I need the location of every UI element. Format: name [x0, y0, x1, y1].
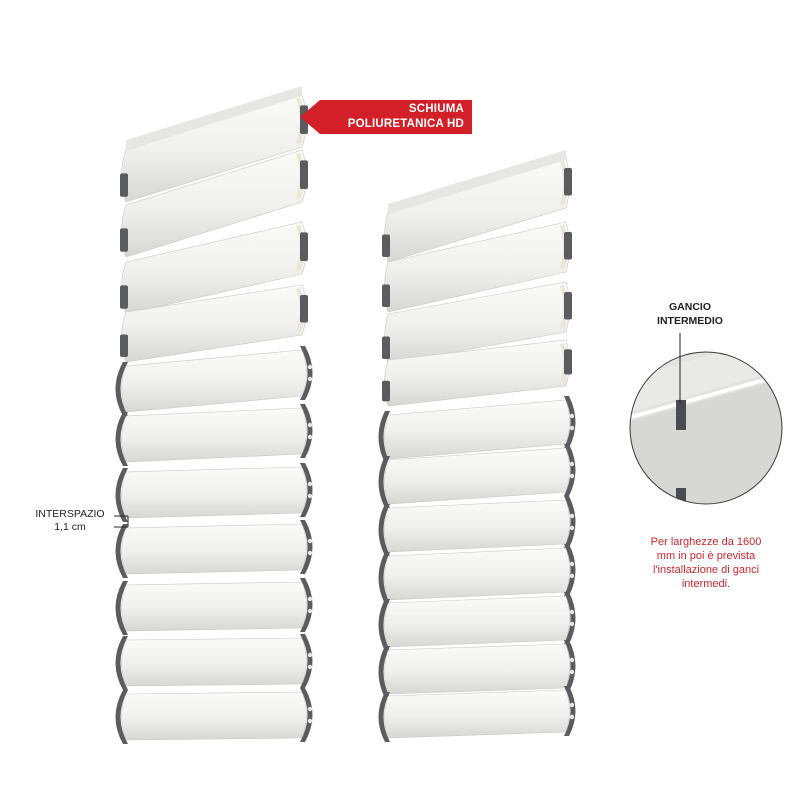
shutter-slat: [120, 284, 308, 363]
slat-hook: [115, 346, 313, 416]
shutter-slat: [382, 157, 572, 263]
shutter-slat: [115, 520, 313, 578]
slat-hook: [115, 404, 313, 466]
shutter-slat: [120, 94, 308, 203]
slat-hook: [115, 634, 313, 690]
hook-label: GANCIO INTERMEDIO: [620, 300, 760, 328]
shutter-with-gap: [115, 86, 313, 744]
slat-hook: [378, 396, 576, 463]
shutter-slat: [115, 463, 313, 522]
slat-hook: [378, 592, 576, 651]
slat-hook: [115, 463, 313, 522]
shutter-slat: [378, 496, 576, 556]
foam-callout-line-1: SCHIUMA: [408, 103, 464, 115]
gap-bracket: [114, 515, 129, 528]
shutter-slat: [115, 634, 313, 690]
slat-hook: [378, 544, 576, 604]
shutter-slat: [378, 640, 576, 698]
hook-note: Per larghezze da 1600 mm in poi è previs…: [636, 535, 776, 591]
gap-label: INTERSPAZIO 1,1 cm: [14, 508, 126, 534]
shutter-slat: [378, 592, 576, 651]
gap-label-title: INTERSPAZIO: [35, 508, 105, 520]
gap-label-value: 1,1 cm: [54, 521, 86, 533]
shutter-slat: [115, 578, 313, 635]
slat-hook: [115, 520, 313, 578]
shutter-slat: [382, 281, 572, 365]
slat-hook: [378, 686, 576, 742]
shutter-slat: [378, 444, 576, 508]
shutter-slat: [382, 339, 572, 407]
slat-hook: [378, 640, 576, 698]
slat-hook: [378, 444, 576, 508]
hook-label-line-2: INTERMEDIO: [657, 315, 723, 327]
slat-hook: [115, 578, 313, 635]
shutter-slat: [115, 346, 313, 416]
slat-hook: [115, 688, 313, 744]
shutter-slat: [382, 221, 572, 313]
slat-hook: [378, 496, 576, 556]
shutter-slat: [378, 544, 576, 604]
hook-note-line-4: intermedi.: [681, 578, 731, 590]
shutter-slat: [120, 221, 308, 315]
callout-arrow-icon: [300, 100, 472, 134]
shutter-slat: [115, 404, 313, 466]
foam-callout: SCHIUMA POLIURETANICA HD: [300, 100, 472, 134]
hook-detail-circle: [629, 333, 783, 505]
foam-callout-line-2: POLIURETANICA HD: [347, 118, 464, 130]
hook-note-line-2: mm in poi è prevista: [656, 550, 756, 562]
hook-note-line-3: l'installazione di ganci: [652, 564, 760, 576]
shutter-slat: [115, 688, 313, 744]
hook-label-line-1: GANCIO: [669, 301, 711, 313]
shutter-slat: [120, 149, 308, 258]
shutter-slat: [378, 396, 576, 463]
hook-note-line-1: Per larghezze da 1600: [650, 536, 762, 548]
shutter-slat: [378, 686, 576, 742]
shutter-closed: [378, 150, 576, 742]
